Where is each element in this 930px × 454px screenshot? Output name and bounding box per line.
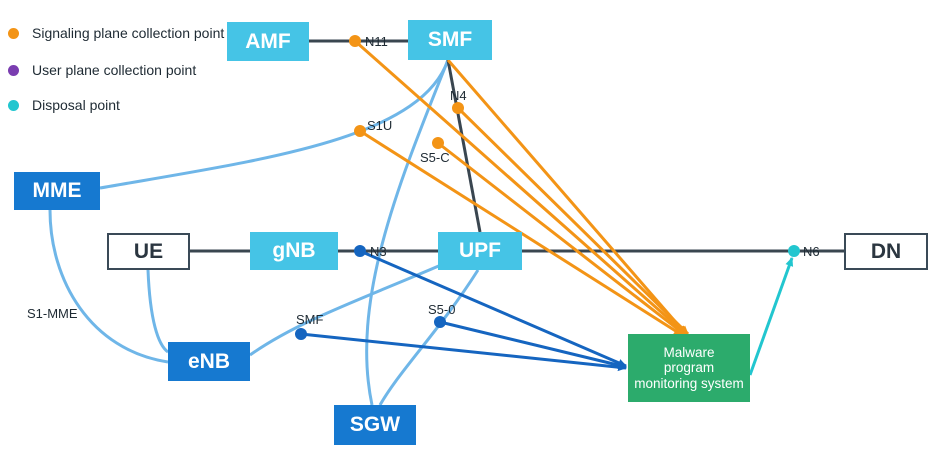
legend-item-signaling: Signaling plane collection point xyxy=(8,25,224,41)
legend-item-user-plane: User plane collection point xyxy=(8,62,196,78)
legend-dot-teal xyxy=(8,99,19,111)
collection-point-n4 xyxy=(452,102,464,114)
disposal-arrow-n6 xyxy=(748,257,794,376)
node-sgw: SGW xyxy=(334,405,416,445)
node-ue: UE xyxy=(107,233,190,270)
node-dn: DN xyxy=(844,233,928,270)
collection-point-s50 xyxy=(434,316,446,328)
legend-label: Signaling plane collection point xyxy=(32,25,225,41)
label-s1-mme: S1-MME xyxy=(27,306,78,321)
link-mme-enb xyxy=(48,209,169,364)
disposal-point-n6 xyxy=(788,245,800,257)
node-amf: AMF xyxy=(227,22,309,61)
signaling-arrow-s5c xyxy=(437,141,685,336)
malware-line-2: program xyxy=(663,360,715,376)
node-smf: SMF xyxy=(408,20,492,60)
label-smf-point: SMF xyxy=(296,312,324,327)
label-s1u: S1U xyxy=(367,118,393,133)
label-s5c: S5-C xyxy=(420,150,450,165)
user-plane-arrow-s50 xyxy=(439,320,627,370)
collection-point-n11 xyxy=(349,35,361,47)
label-n6: N6 xyxy=(803,244,820,259)
signaling-arrow-n4-b xyxy=(446,59,688,335)
signaling-arrow-n4-a xyxy=(456,106,690,336)
legend-label: User plane collection point xyxy=(32,62,197,78)
label-n4: N4 xyxy=(450,88,467,103)
label-n11: N11 xyxy=(365,34,388,49)
link-ue-enb xyxy=(146,269,169,354)
link-smf-mme xyxy=(99,59,450,190)
collection-point-s5c xyxy=(432,137,444,149)
signaling-arrow-n11 xyxy=(354,39,687,336)
malware-line-3: monitoring system xyxy=(634,375,744,391)
node-malware-monitoring-system: Malware program monitoring system xyxy=(628,334,750,402)
collection-point-n3 xyxy=(354,245,366,257)
malware-line-1: Malware xyxy=(663,344,715,360)
legend-item-disposal: Disposal point xyxy=(8,97,120,113)
legend-dot-orange xyxy=(8,27,19,39)
collection-point-s1u xyxy=(354,125,366,137)
legend-label: Disposal point xyxy=(32,97,120,113)
node-upf: UPF xyxy=(438,232,522,270)
user-plane-arrow-n3 xyxy=(359,249,627,368)
link-upf-sgw xyxy=(378,269,480,406)
node-enb: eNB xyxy=(168,342,250,381)
node-gnb: gNB xyxy=(250,232,338,270)
user-plane-arrow-smf xyxy=(300,332,627,372)
collection-point-smf xyxy=(295,328,307,340)
label-s5-0: S5-0 xyxy=(428,302,456,317)
label-n3: N3 xyxy=(370,244,387,259)
legend-dot-purple xyxy=(8,64,19,76)
node-mme: MME xyxy=(14,172,100,210)
